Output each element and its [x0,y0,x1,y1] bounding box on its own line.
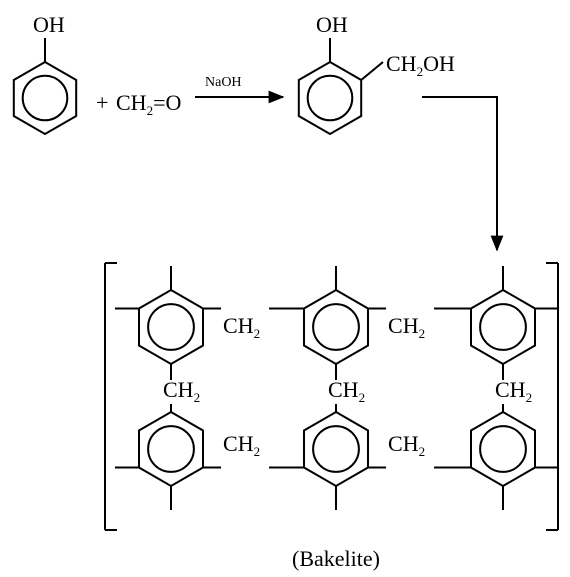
ch2-bridge-vertical: CH2 [163,377,200,405]
ch2-bridge-vertical: CH2 [328,377,365,405]
ch2-bridge-vertical: CH2 [495,377,532,405]
formaldehyde-formula: CH2=O [116,90,181,118]
ch2-bridge-horizontal: CH2 [223,313,260,341]
bakelite-ring-r2-c2-aromatic-circle [312,425,360,473]
phenol-ring-aromatic-circle [21,74,69,122]
arrow-lines [195,90,504,252]
hydroxymethyl-group-label: CH2OH [386,51,455,79]
bakelite-ring-r2-c1-aromatic-circle [147,425,195,473]
product-ring-aromatic-circle [306,74,354,122]
bakelite-ring-r1-c3-aromatic-circle [479,303,527,351]
phenol-ring-hexagon [12,60,78,136]
bond-lines [12,38,560,531]
bakelite-caption: (Bakelite) [292,546,380,571]
ch2-bridge-horizontal: CH2 [388,431,425,459]
product-ch2oh-bond [360,61,384,81]
bakelite-ring-r1-c2-aromatic-circle [312,303,360,351]
bakelite-ring-r2-c3-aromatic-circle [479,425,527,473]
phenol-oh-label: OH [33,12,65,37]
product-oh-label: OH [316,12,348,37]
ch2-bridge-horizontal: CH2 [388,313,425,341]
bakelite-ring-r1-c1-aromatic-circle [147,303,195,351]
ring-circles [21,74,527,473]
ch2-bridge-horizontal: CH2 [223,431,260,459]
plus-sign: + [96,90,108,115]
catalyst-label: NaOH [205,75,242,90]
